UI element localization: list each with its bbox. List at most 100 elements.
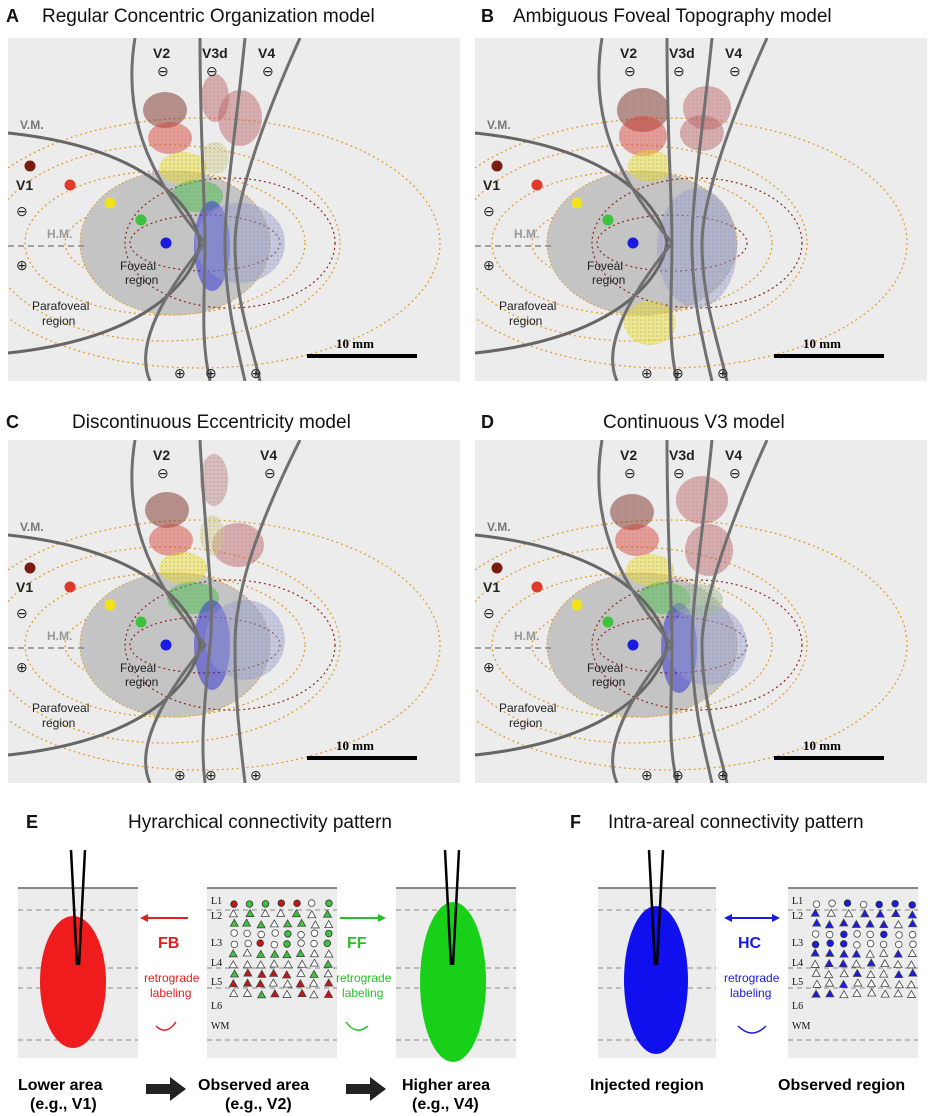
neuron-soma bbox=[241, 918, 252, 927]
neuron-soma bbox=[891, 899, 899, 908]
area-border bbox=[690, 440, 714, 783]
panel-title: Continuous V3 model bbox=[603, 412, 785, 433]
parafoveal-label: Parafoveal bbox=[32, 299, 89, 313]
neuron-soma bbox=[906, 989, 917, 998]
fb-arrowhead bbox=[140, 914, 148, 922]
plus-sign: ⊕ bbox=[205, 767, 217, 783]
foveal-label: Foveal bbox=[120, 661, 156, 675]
neuron-soma bbox=[324, 978, 334, 987]
curved-arrow bbox=[155, 1021, 177, 1031]
neuron-soma bbox=[309, 948, 320, 958]
hc-arrowhead bbox=[724, 914, 732, 922]
hm-label: H.M. bbox=[47, 227, 72, 241]
retinotopic-map: V.M.V1⊖H.M.⊕FovealregionParafovealregion… bbox=[475, 38, 927, 381]
minus-sign: ⊖ bbox=[206, 63, 218, 79]
neuron-soma bbox=[260, 908, 270, 917]
stimulus-dot bbox=[627, 639, 639, 651]
neuron-soma bbox=[310, 929, 319, 937]
panel-label: A bbox=[6, 6, 19, 26]
hm-label: H.M. bbox=[514, 227, 539, 241]
stimulus-dot bbox=[602, 616, 614, 628]
neuron-soma bbox=[230, 929, 238, 937]
pipette-shaft bbox=[451, 849, 461, 966]
neuron-soma bbox=[325, 899, 333, 907]
neuron-soma bbox=[838, 979, 849, 988]
area-border bbox=[198, 440, 213, 783]
plus-sign: ⊕ bbox=[483, 659, 495, 675]
plus-sign: ⊕ bbox=[483, 257, 495, 273]
neuron-soma bbox=[852, 988, 862, 997]
minus-sign: ⊖ bbox=[157, 63, 169, 79]
neuron-soma bbox=[297, 988, 307, 997]
injection-site bbox=[420, 902, 486, 1062]
neuron-soma bbox=[851, 949, 862, 958]
neuron-soma bbox=[322, 909, 333, 918]
neuron-soma bbox=[893, 920, 904, 929]
neuron-soma bbox=[242, 960, 253, 969]
neuron-soma bbox=[257, 930, 265, 939]
neuron-soma bbox=[245, 900, 254, 908]
neuron-soma bbox=[824, 958, 834, 968]
panel-b: B Ambiguous Foveal Topography model V.M.… bbox=[467, 0, 935, 400]
neuron-soma bbox=[866, 958, 876, 967]
area-border bbox=[130, 38, 207, 381]
minus-sign: ⊖ bbox=[262, 63, 274, 79]
neuron-soma bbox=[245, 908, 255, 917]
plus-sign: ⊕ bbox=[717, 365, 729, 381]
neuron-soma bbox=[853, 930, 861, 938]
neuron-soma bbox=[284, 930, 292, 938]
neuron-soma bbox=[824, 969, 834, 979]
neuron-soma bbox=[907, 918, 918, 928]
caption: Observed area bbox=[198, 1077, 309, 1094]
eccentricity-ring bbox=[8, 519, 441, 771]
layer-label: L5 bbox=[211, 977, 222, 988]
neuron-soma bbox=[268, 978, 279, 987]
area-label: V4 bbox=[260, 447, 277, 463]
minus-sign: ⊖ bbox=[624, 465, 636, 481]
panel-d: D Continuous V3 model V.M.V1⊖H.M.⊕Foveal… bbox=[467, 400, 935, 800]
stimulus-dot bbox=[491, 160, 503, 172]
neuron-soma bbox=[228, 909, 239, 918]
neuron-soma bbox=[880, 978, 890, 987]
stimulus-dot bbox=[571, 599, 583, 611]
pipette-shaft bbox=[647, 849, 657, 966]
neuron-soma bbox=[893, 959, 903, 969]
hm-label: H.M. bbox=[514, 629, 539, 643]
neuron-soma bbox=[875, 909, 885, 918]
hm-label: H.M. bbox=[47, 629, 72, 643]
neuron-soma bbox=[229, 969, 240, 978]
neuron-soma bbox=[230, 900, 238, 908]
vm-label: V.M. bbox=[20, 520, 44, 534]
panel-title: Discontinuous Eccentricity model bbox=[72, 412, 351, 433]
foveal-label: Foveal bbox=[587, 259, 623, 273]
neuron-soma bbox=[282, 919, 293, 928]
neuron-soma bbox=[256, 939, 264, 947]
layer-label: L2 bbox=[792, 911, 803, 922]
neuron-soma bbox=[309, 958, 320, 967]
stipple-texture bbox=[149, 524, 193, 556]
neuron-soma bbox=[271, 929, 279, 937]
neuron-soma bbox=[269, 959, 279, 968]
layer-label: L2 bbox=[211, 911, 222, 922]
stipple-texture bbox=[615, 524, 659, 556]
neuron-soma bbox=[826, 939, 834, 947]
foveal-label: Foveal bbox=[587, 661, 623, 675]
neuron-soma bbox=[880, 958, 890, 968]
neuron-soma bbox=[243, 968, 253, 977]
layer-label: L4 bbox=[792, 958, 803, 969]
v1-boundary bbox=[475, 533, 669, 757]
stimulus-dot bbox=[104, 197, 116, 209]
stimulus-dot bbox=[160, 639, 172, 651]
neuron-soma bbox=[825, 989, 835, 998]
hierarchical-diagram: L1L2L3L4L5L6WMFBretrogradelabelingFFretr… bbox=[18, 849, 516, 1113]
minus-sign: ⊖ bbox=[673, 465, 685, 481]
panel-title: Ambiguous Foveal Topography model bbox=[513, 6, 832, 27]
stimulus-dot bbox=[64, 581, 76, 593]
neuron-soma bbox=[283, 940, 291, 948]
neuron-soma bbox=[295, 948, 306, 958]
area-label: V4 bbox=[725, 447, 742, 463]
neuron-soma bbox=[907, 948, 917, 957]
neuron-soma bbox=[894, 979, 904, 989]
vm-label: V.M. bbox=[20, 118, 44, 132]
plus-sign: ⊕ bbox=[641, 767, 653, 783]
